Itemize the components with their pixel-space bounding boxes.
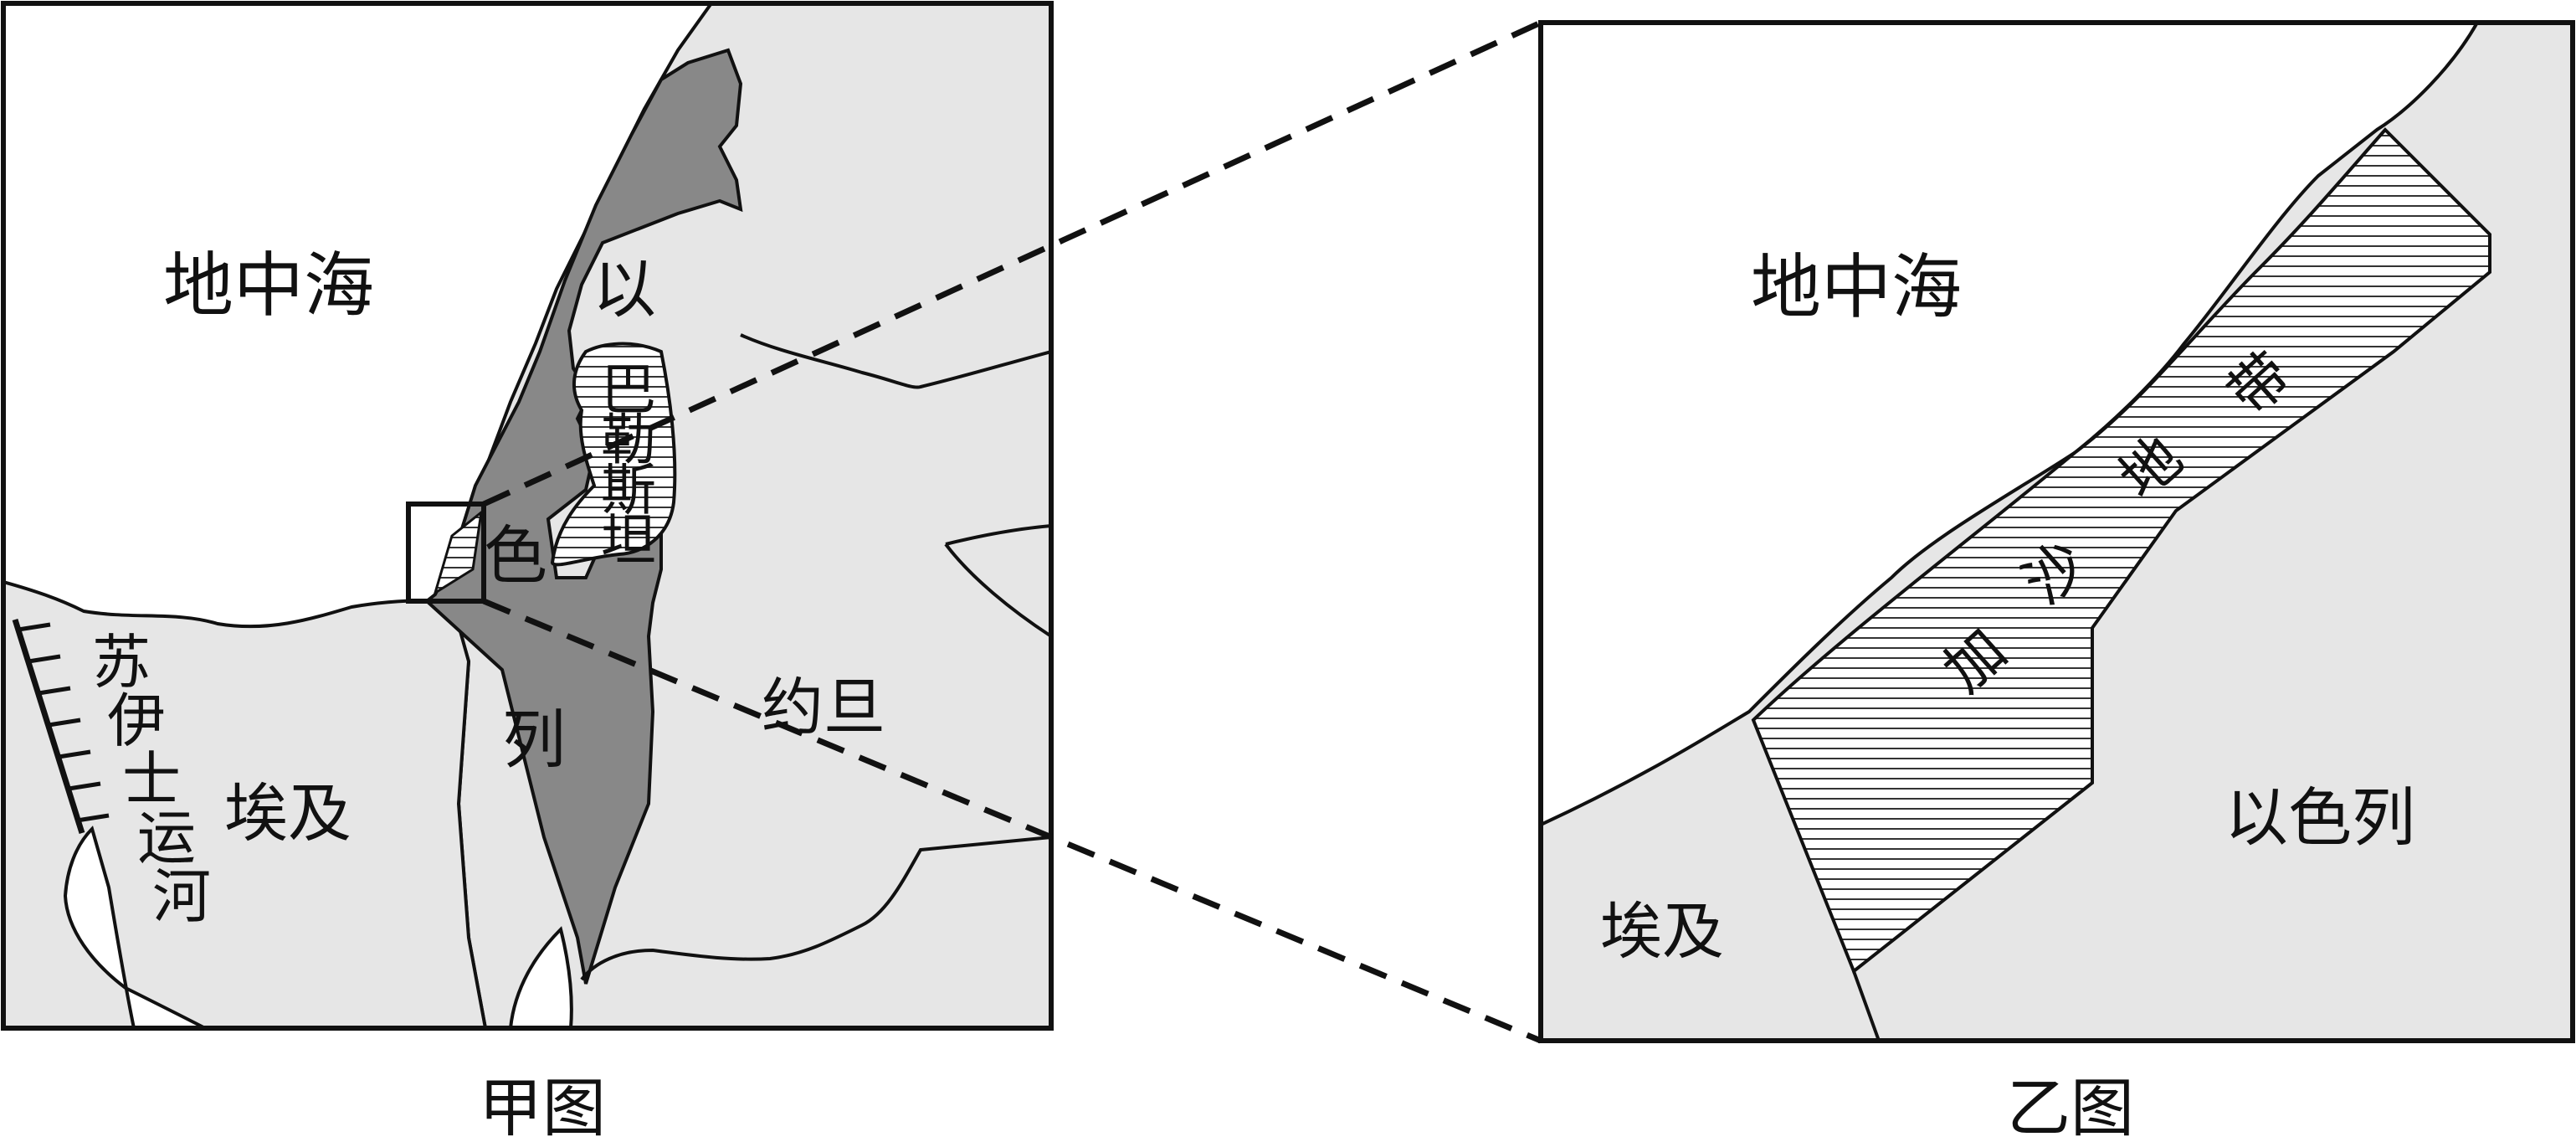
map-a-border-east (945, 524, 1051, 546)
map-a-border-saudi (580, 836, 1051, 981)
map-a-israel-char-2: 色 (484, 518, 547, 593)
map-a-palestine-char-1: 巴 (601, 358, 656, 422)
map-a-sea-label: 地中海 (163, 244, 374, 327)
map-a-gaza (433, 509, 484, 596)
map-a-caption: 甲图 (479, 1071, 606, 1142)
map-a-israel (423, 48, 743, 985)
map-b-sea-label: 地中海 (1751, 246, 1962, 328)
zoom-connectors (482, 19, 1542, 1044)
map-a: 地中海 以 色 列 巴 勒 斯 坦 约旦 埃及 苏 伊 士 运 河 甲图 (1, 1, 1054, 1142)
map-a-palestine (550, 342, 677, 567)
map-a-locator-box (406, 502, 486, 604)
map-b-egypt-border (1852, 970, 1881, 1041)
map-a-frame (1, 1, 1054, 1031)
map-b-frame (1538, 20, 2575, 1043)
map-a-palestine-char-3: 斯 (601, 458, 656, 522)
map-a-canal-char-2: 伊 (107, 687, 166, 755)
map-a-canal-char-3: 士 (122, 745, 181, 814)
map-a-gulf-aqaba (508, 926, 573, 1028)
map-a-canal-char-5: 河 (152, 862, 211, 931)
map-a-canal-char-4: 运 (137, 804, 196, 872)
map-a-canal-char-1: 苏 (92, 628, 151, 697)
map-a-suez-canal (12, 618, 110, 835)
map-b-israel-label: 以色列 (2224, 780, 2415, 855)
map-b-sea (1541, 23, 2477, 825)
map-a-israel-char-1: 以 (593, 252, 656, 327)
map-a-jordan-label: 约旦 (762, 671, 885, 743)
map-b-caption: 乙图 (2007, 1071, 2134, 1142)
map-b-egypt-label: 埃及 (1600, 896, 1724, 968)
map-a-gulf-suez (63, 826, 206, 1028)
map-a-border-jordan (944, 543, 1051, 638)
map-a-palestine-char-4: 坦 (601, 508, 656, 573)
map-a-border-north (740, 333, 1051, 389)
map-b: 地中海 加 沙 地 带 埃及 以色列 乙图 (1538, 20, 2575, 1142)
map-b-gaza-strip (1751, 127, 2491, 975)
map-a-israel-char-3: 列 (502, 702, 566, 777)
map-a-egypt-label: 埃及 (224, 776, 352, 851)
